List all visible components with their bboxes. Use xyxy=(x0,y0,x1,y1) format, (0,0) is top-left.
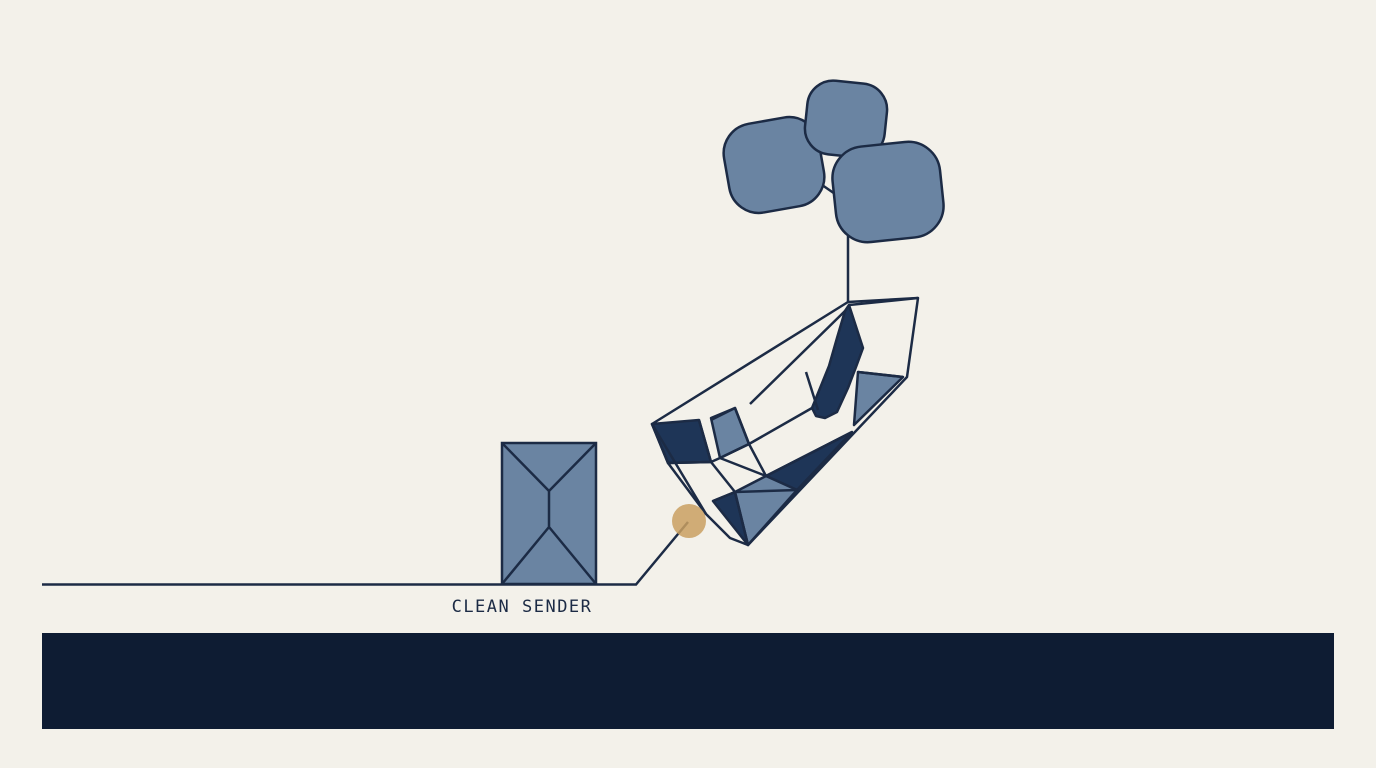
envelope-icon xyxy=(500,441,598,586)
cloud-icon xyxy=(722,79,945,244)
prism-icon xyxy=(650,296,920,547)
ground-line xyxy=(42,521,689,586)
footer-band xyxy=(42,633,1334,729)
contact-dot-icon xyxy=(672,504,706,538)
sender-label: CLEAN SENDER xyxy=(452,597,593,617)
